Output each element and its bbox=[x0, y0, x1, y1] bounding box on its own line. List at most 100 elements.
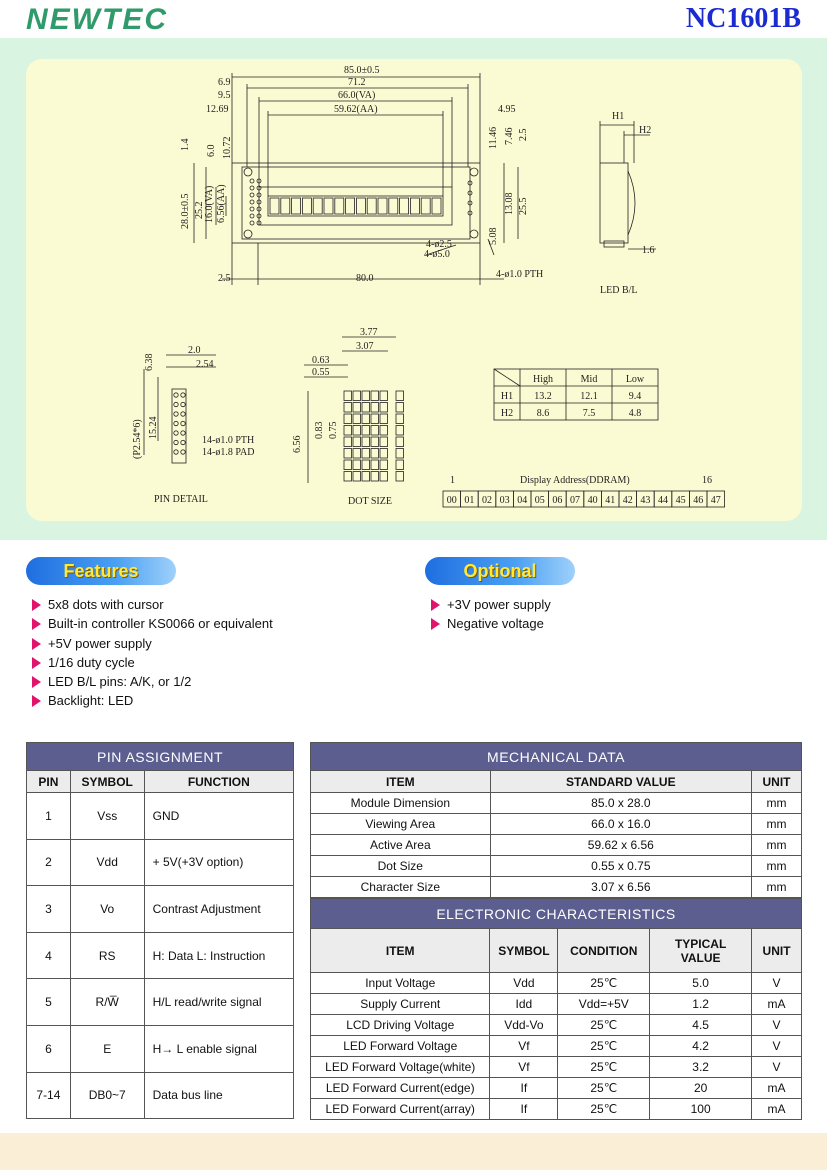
optional-title: Optional bbox=[425, 557, 575, 585]
mount-hole-tr bbox=[469, 167, 479, 177]
front-dim-labels: 85.0±0.5 71.2 66.0(VA) 59.62(AA) 6.9 9.5… bbox=[180, 65, 543, 284]
dot bbox=[352, 448, 361, 459]
character-cell bbox=[420, 197, 431, 215]
electronic-table: ELECTRONIC CHARACTERISTICS ITEM SYMBOL C… bbox=[309, 898, 802, 1120]
list-item: Backlight: LED bbox=[28, 691, 398, 710]
list-item: 1/16 duty cycle bbox=[28, 653, 398, 672]
pin-pad bbox=[180, 401, 186, 408]
pin-hole bbox=[256, 206, 262, 212]
unit-cell: mm bbox=[751, 813, 802, 835]
side-view-labels: H1 H2 1.6 LED B/L bbox=[600, 111, 655, 296]
ddram-address: 44 bbox=[658, 495, 668, 506]
dot bbox=[370, 436, 379, 447]
unit-cell: V bbox=[751, 972, 802, 994]
list-item: 5x8 dots with cursor bbox=[28, 595, 398, 614]
character-cell bbox=[323, 197, 334, 215]
pin-cell: 3 bbox=[26, 885, 71, 933]
dim-12-69: 12.69 bbox=[206, 104, 229, 115]
dot bbox=[343, 459, 352, 470]
h-cell: 4.8 bbox=[629, 408, 642, 419]
unit-cell: mA bbox=[751, 1077, 802, 1099]
h-cell: 8.6 bbox=[537, 408, 550, 419]
mount-hole-bl bbox=[243, 229, 253, 239]
symbol-cell: If bbox=[489, 1098, 559, 1120]
dot bbox=[361, 413, 370, 424]
pin-cell: 4 bbox=[26, 931, 71, 980]
item-cell: LED Forward Voltage bbox=[309, 1035, 491, 1057]
dim-4-95: 4.95 bbox=[498, 104, 516, 115]
dot-3-07: 3.07 bbox=[356, 341, 374, 352]
h-cell: 9.4 bbox=[629, 391, 642, 402]
condition-cell: Vdd=+5V bbox=[557, 993, 651, 1015]
condition-cell: 25℃ bbox=[557, 1098, 651, 1120]
typical-cell: 4.2 bbox=[649, 1035, 753, 1057]
h-row-label: H2 bbox=[501, 408, 513, 419]
character-cell bbox=[312, 197, 323, 215]
dot bbox=[361, 390, 370, 401]
ddram-address: 40 bbox=[588, 495, 598, 506]
bl-pin-hole bbox=[467, 180, 473, 186]
function-cell: GND bbox=[143, 792, 295, 840]
dot bbox=[370, 448, 379, 459]
dot bbox=[352, 390, 361, 401]
character-cells bbox=[269, 197, 442, 215]
pin-pad bbox=[180, 430, 186, 436]
col-item: ITEM bbox=[309, 928, 491, 973]
condition-cell: 25℃ bbox=[557, 1035, 651, 1057]
dot bbox=[395, 390, 404, 401]
pin-pad bbox=[173, 420, 179, 427]
bl-pin-hole bbox=[467, 210, 473, 216]
function-cell: Data bus line bbox=[143, 1071, 295, 1120]
col-condition: CONDITION bbox=[557, 928, 651, 973]
condition-cell: 25℃ bbox=[557, 972, 651, 994]
pin-hole bbox=[256, 192, 262, 198]
dot bbox=[379, 390, 388, 401]
pin-hole bbox=[249, 220, 255, 226]
symbol-cell: E bbox=[69, 1024, 145, 1073]
typical-cell: 1.2 bbox=[649, 993, 753, 1015]
pin-pad bbox=[173, 449, 179, 455]
condition-cell: 25℃ bbox=[557, 1056, 651, 1078]
symbol-cell: Idd bbox=[489, 993, 559, 1015]
left-pins bbox=[249, 178, 262, 226]
ddram-address: 43 bbox=[640, 495, 650, 506]
ddram-end: 16 bbox=[702, 475, 712, 486]
list-item: +3V power supply bbox=[427, 595, 797, 614]
dot bbox=[395, 436, 404, 447]
pin-cell: 7-14 bbox=[26, 1071, 71, 1120]
pin-6-38: 6.38 bbox=[144, 354, 155, 372]
dot bbox=[361, 448, 370, 459]
dim-1-4: 1.4 bbox=[180, 139, 191, 152]
dot bbox=[379, 471, 388, 482]
symbol-cell: R/W̅ bbox=[69, 978, 145, 1026]
dot bbox=[379, 425, 388, 436]
pin-detail-labels: 6.38 2.0 2.54 (P2.54*6) 15.24 14-ø1.0 PT… bbox=[132, 345, 254, 505]
dot bbox=[352, 413, 361, 424]
dot-3-77: 3.77 bbox=[360, 327, 378, 338]
dot bbox=[343, 436, 352, 447]
h-cell: 13.2 bbox=[534, 391, 552, 402]
bl-pin-hole bbox=[467, 200, 473, 206]
dim-6-0: 6.0 bbox=[206, 145, 217, 158]
dot bbox=[352, 436, 361, 447]
unit-cell: mm bbox=[751, 834, 802, 856]
drawing-svg: 85.0±0.5 71.2 66.0(VA) 59.62(AA) 6.9 9.5… bbox=[132, 65, 726, 508]
dim-9-5: 9.5 bbox=[218, 90, 231, 101]
pin-detail-title: PIN DETAIL bbox=[154, 494, 208, 505]
character-cell bbox=[366, 197, 377, 215]
character-cell bbox=[301, 197, 312, 215]
dim-hole-25: 4-ø2.5 bbox=[426, 239, 452, 250]
value-cell: 59.62 x 6.56 bbox=[489, 834, 753, 856]
pin-pad bbox=[180, 392, 186, 398]
dot bbox=[379, 436, 388, 447]
character-cell bbox=[431, 197, 442, 215]
ddram-address: 00 bbox=[447, 495, 457, 506]
pin-2-0: 2.0 bbox=[188, 345, 201, 356]
dot bbox=[343, 471, 352, 482]
symbol-cell: RS bbox=[69, 931, 145, 980]
